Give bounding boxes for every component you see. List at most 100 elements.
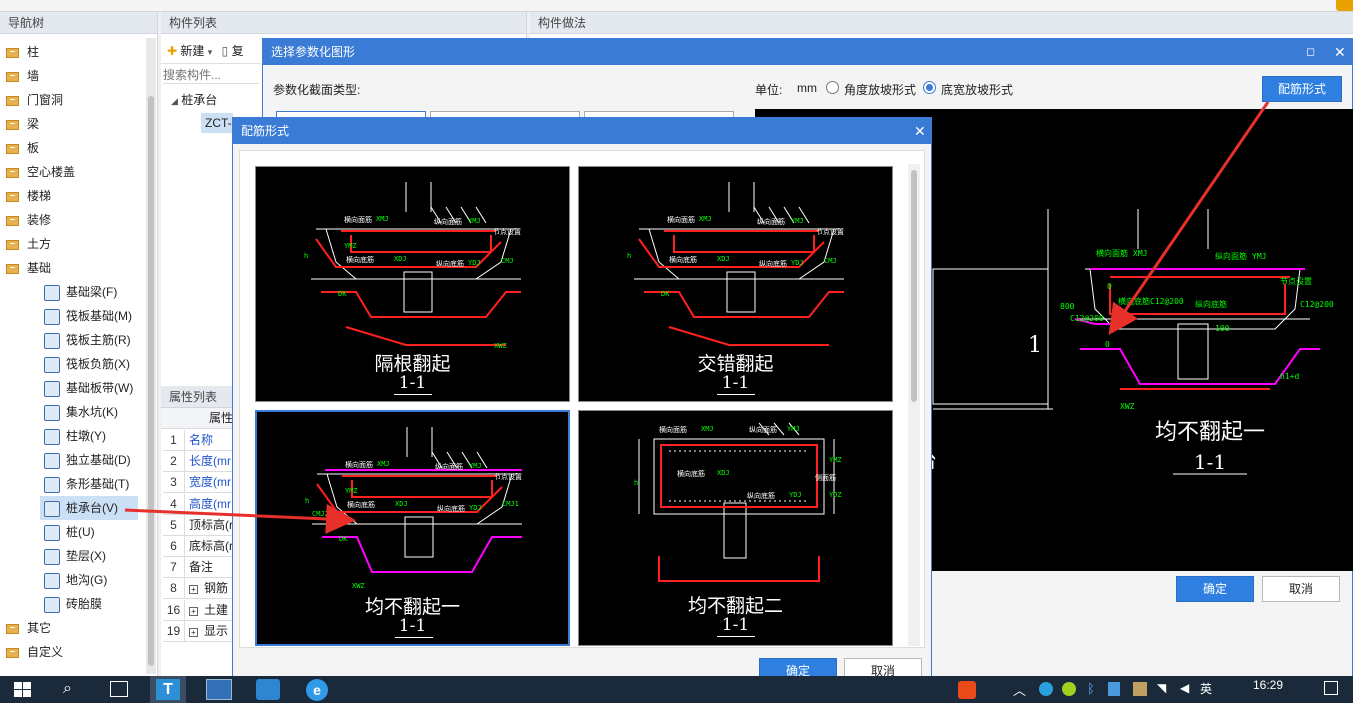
param-ok-button[interactable]: 确定: [1176, 576, 1254, 602]
top-strip: [0, 0, 1353, 12]
tree-root-pile-cap[interactable]: ◢ 桩承台: [171, 90, 217, 110]
nav-folder-8[interactable]: 土方: [0, 232, 51, 256]
new-button-label[interactable]: 新建: [180, 44, 205, 58]
nav-folder-5[interactable]: 空心楼盖: [0, 160, 75, 184]
property-row[interactable]: 16+土建: [163, 599, 233, 621]
nav-sub-item-7[interactable]: 独立基础(D): [0, 448, 131, 472]
property-row[interactable]: 19+显示: [163, 620, 233, 642]
nav-sub-item-2[interactable]: 筏板主筋(R): [0, 328, 131, 352]
nav-sub-item-9[interactable]: 桩承台(V): [40, 496, 138, 520]
cad-label: XDJ: [717, 255, 730, 263]
nav-sub-item-10[interactable]: 桩(U): [0, 520, 95, 544]
clock-time[interactable]: 16:29: [1252, 678, 1284, 692]
tray-app-icon-4[interactable]: [1133, 682, 1147, 696]
section-type-thumb-2[interactable]: [430, 111, 580, 119]
nav-folder-2[interactable]: 门窗洞: [0, 88, 63, 112]
cad-label: DK: [339, 535, 348, 543]
nav-folder-3[interactable]: 梁: [0, 112, 39, 136]
close-icon[interactable]: ✕: [1334, 44, 1346, 60]
nav-folder-9[interactable]: 基础: [0, 256, 51, 280]
section-underline: [394, 394, 432, 395]
tray-app-icon-1[interactable]: [1039, 682, 1053, 696]
nav-folder-bottom-0[interactable]: 其它: [0, 616, 51, 640]
nav-sub-item-8[interactable]: 条形基础(T): [0, 472, 129, 496]
section-underline: [717, 636, 755, 637]
tray-expand-icon[interactable]: ︿: [1013, 683, 1027, 698]
new-dropdown-icon[interactable]: ▾: [207, 47, 213, 57]
nav-sub-item-11[interactable]: 垫层(X): [0, 544, 106, 568]
cad-label: 纵向底筋: [747, 492, 775, 500]
cad-label: XWZ: [494, 342, 507, 350]
cad-label: YDJ: [789, 491, 802, 499]
windows-start-icon[interactable]: [14, 682, 32, 698]
maximize-icon[interactable]: ◻: [1306, 46, 1316, 58]
nav-sub-label: 筏板主筋(R): [66, 333, 131, 347]
ie-browser-icon[interactable]: e: [306, 679, 328, 701]
nav-folder-bottom-1[interactable]: 自定义: [0, 640, 63, 664]
nav-folder-0[interactable]: 柱: [0, 40, 39, 64]
volume-icon[interactable]: ◀: [1180, 681, 1190, 695]
expand-icon[interactable]: +: [189, 585, 198, 595]
component-search-input[interactable]: [163, 66, 259, 84]
network-icon[interactable]: ◥: [1157, 681, 1167, 695]
notification-icon[interactable]: [1324, 681, 1338, 695]
tray-app-icon-2[interactable]: [1062, 682, 1076, 696]
nav-sub-item-1[interactable]: 筏板基础(M): [0, 304, 132, 328]
nav-scroll-thumb[interactable]: [148, 96, 154, 666]
radio-angle-slope[interactable]: [826, 81, 839, 94]
rebar-scroll-thumb[interactable]: [911, 170, 917, 402]
radio-width-slope[interactable]: [923, 81, 936, 94]
rebar-scrollbar[interactable]: [908, 164, 920, 646]
nav-folder-4[interactable]: 板: [0, 136, 39, 160]
tree-collapse-icon[interactable]: ◢: [171, 96, 178, 106]
sogou-ime-icon[interactable]: [958, 681, 976, 699]
tree-item-zct[interactable]: ZCT-: [201, 113, 233, 133]
cad-label: YMJ: [469, 462, 482, 470]
ime-lang-icon[interactable]: 英: [1200, 682, 1213, 696]
property-row[interactable]: 8+钢筋: [163, 578, 233, 600]
search-icon[interactable]: ⌕: [63, 680, 72, 697]
glodon-app-icon[interactable]: T: [150, 676, 186, 703]
nav-sub-item-4[interactable]: 基础板带(W): [0, 376, 133, 400]
tool-app-icon[interactable]: [256, 679, 280, 700]
expand-icon[interactable]: +: [189, 627, 198, 637]
expand-icon[interactable]: +: [189, 606, 198, 616]
rebar-close-icon[interactable]: ✕: [914, 123, 926, 139]
nav-sub-item-12[interactable]: 地沟(G): [0, 568, 107, 592]
row-label: 名称: [189, 433, 214, 447]
nav-sub-item-6[interactable]: 柱墩(Y): [0, 424, 106, 448]
nav-scrollbar[interactable]: [146, 38, 156, 674]
nav-folder-7[interactable]: 装修: [0, 208, 51, 232]
section-type-thumb-1[interactable]: [276, 111, 426, 119]
preview-label-15: h1+d: [1280, 372, 1299, 381]
nav-sub-item-0[interactable]: 基础梁(F): [0, 280, 117, 304]
copy-button-label[interactable]: 复: [231, 44, 244, 58]
cad-label: 横向面筋: [667, 216, 695, 224]
rebar-form-button[interactable]: 配筋形式: [1262, 76, 1342, 102]
param-cancel-button[interactable]: 取消: [1262, 576, 1340, 602]
nav-sub-item-5[interactable]: 集水坑(K): [0, 400, 118, 424]
nav-folder-label: 空心楼盖: [27, 165, 76, 179]
nav-folder-6[interactable]: 楼梯: [0, 184, 51, 208]
component-type-icon: [44, 572, 60, 589]
cad-label: 节点设置: [493, 228, 521, 236]
cad-app-icon[interactable]: [206, 679, 232, 700]
nav-sub-item-13[interactable]: 砖胎膜: [0, 592, 102, 616]
tray-app-icon-3[interactable]: [1108, 682, 1120, 696]
nav-sub-item-3[interactable]: 筏板负筋(X): [0, 352, 130, 376]
section-type-thumb-3[interactable]: [584, 111, 734, 119]
task-view-icon[interactable]: [110, 681, 128, 697]
nav-folder-1[interactable]: 墙: [0, 64, 39, 88]
bluetooth-icon[interactable]: ᛒ: [1087, 681, 1095, 696]
